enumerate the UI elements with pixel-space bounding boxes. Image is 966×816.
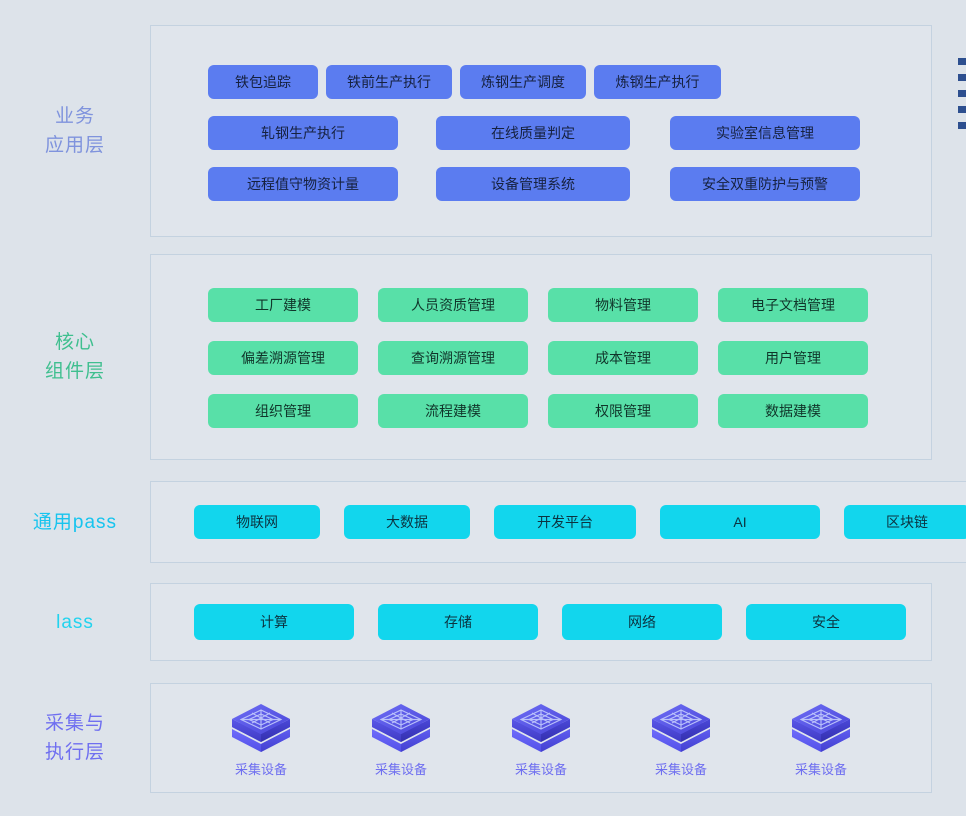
layer-panel-general-paas: 物联网大数据开发平台 AI 区块链 <box>150 481 966 563</box>
core-component-chip-r3-1[interactable]: 组织管理 <box>208 394 358 428</box>
server-cube-icon <box>372 703 430 752</box>
edge-marker-4 <box>958 106 966 113</box>
device-label: 采集设备 <box>234 761 287 777</box>
core-component-chip-r2-3[interactable]: 成本管理 <box>548 341 698 375</box>
iaas-chip-4[interactable]: 安全 <box>746 604 906 640</box>
business-app-chip-r2-1[interactable]: 轧钢生产执行 <box>208 116 398 150</box>
business-row-3: 远程值守物资计量 设备管理系统 安全双重防护与预警 <box>151 167 931 201</box>
core-component-chip-r1-1[interactable]: 工厂建模 <box>208 288 358 322</box>
business-app-chip-r1-1[interactable]: 铁包追踪 <box>208 65 318 99</box>
edge-marker-2 <box>958 74 966 81</box>
iaas-chip-1[interactable]: 计算 <box>194 604 354 640</box>
layer-core-components: 核心 组件层 工厂建模人员资质管理物料管理电子文档管理 偏差溯源管理查询溯源管理… <box>0 254 932 460</box>
iaas-chip-3[interactable]: 网络 <box>562 604 722 640</box>
device-item-4[interactable]: 采集设备 <box>648 699 714 778</box>
server-cube-icon <box>792 703 850 752</box>
core-row-2: 偏差溯源管理查询溯源管理成本管理用户管理 <box>151 341 931 375</box>
core-component-chip-r1-2[interactable]: 人员资质管理 <box>378 288 528 322</box>
core-component-chip-r1-3[interactable]: 物料管理 <box>548 288 698 322</box>
edge-markers <box>958 58 966 129</box>
core-component-chip-r3-3[interactable]: 权限管理 <box>548 394 698 428</box>
business-row-1: 铁包追踪铁前生产执行炼钢生产调度炼钢生产执行 <box>151 65 931 99</box>
layer-label-general-paas: 通用pass <box>32 511 118 533</box>
paas-chip-2[interactable]: 大数据 <box>344 505 470 539</box>
layer-label-core-components: 核心 组件层 <box>44 332 105 382</box>
device-label: 采集设备 <box>514 761 567 777</box>
layer-panel-iaas: 计算存储网络安全 <box>150 583 932 661</box>
business-app-chip-r2-2[interactable]: 在线质量判定 <box>436 116 630 150</box>
core-component-chip-r1-4[interactable]: 电子文档管理 <box>718 288 868 322</box>
device-list: 采集设备 采集设备 <box>151 699 931 778</box>
server-cube-icon <box>232 703 290 752</box>
layer-label-iaas: lass <box>56 611 94 633</box>
paas-chip-4[interactable]: AI <box>660 505 820 539</box>
paas-chip-5[interactable]: 区块链 <box>844 505 966 539</box>
layer-collection-execution: 采集与 执行层 采集设备 <box>0 683 932 793</box>
layer-panel-business-application: 铁包追踪铁前生产执行炼钢生产调度炼钢生产执行 轧钢生产执行 在线质量判定 实验室信息… <box>150 25 932 237</box>
edge-marker-3 <box>958 90 966 97</box>
device-label: 采集设备 <box>374 761 427 777</box>
device-label: 采集设备 <box>654 761 707 777</box>
server-cube-icon <box>652 703 710 752</box>
layer-general-paas: 通用pass 物联网大数据开发平台 AI 区块链 <box>0 481 966 563</box>
paas-chip-3[interactable]: 开发平台 <box>494 505 636 539</box>
core-component-chip-r3-2[interactable]: 流程建模 <box>378 394 528 428</box>
edge-marker-1 <box>958 58 966 65</box>
business-app-chip-r1-4[interactable]: 炼钢生产执行 <box>594 65 721 99</box>
device-item-2[interactable]: 采集设备 <box>368 699 434 778</box>
core-component-chip-r2-1[interactable]: 偏差溯源管理 <box>208 341 358 375</box>
layer-label-collection-execution: 采集与 执行层 <box>44 713 105 763</box>
device-item-3[interactable]: 采集设备 <box>508 699 574 778</box>
layer-business-application: 业务 应用层 铁包追踪铁前生产执行炼钢生产调度炼钢生产执行 轧钢生产执行 在线质量… <box>0 25 932 237</box>
business-app-chip-r3-1[interactable]: 远程值守物资计量 <box>208 167 398 201</box>
iaas-row-1: 计算存储网络安全 <box>151 604 931 640</box>
business-app-chip-r1-2[interactable]: 铁前生产执行 <box>326 65 452 99</box>
server-cube-icon <box>512 703 570 752</box>
business-app-chip-r1-3[interactable]: 炼钢生产调度 <box>460 65 586 99</box>
edge-marker-5 <box>958 122 966 129</box>
device-item-1[interactable]: 采集设备 <box>228 699 294 778</box>
paas-row-1: 物联网大数据开发平台 AI 区块链 <box>151 505 966 539</box>
core-row-1: 工厂建模人员资质管理物料管理电子文档管理 <box>151 288 931 322</box>
business-app-chip-r2-3[interactable]: 实验室信息管理 <box>670 116 860 150</box>
core-component-chip-r3-4[interactable]: 数据建模 <box>718 394 868 428</box>
device-item-5[interactable]: 采集设备 <box>788 699 854 778</box>
core-component-chip-r2-2[interactable]: 查询溯源管理 <box>378 341 528 375</box>
paas-chip-1[interactable]: 物联网 <box>194 505 320 539</box>
device-label: 采集设备 <box>794 761 847 777</box>
business-app-chip-r3-2[interactable]: 设备管理系统 <box>436 167 630 201</box>
iaas-chip-2[interactable]: 存储 <box>378 604 538 640</box>
core-component-chip-r2-4[interactable]: 用户管理 <box>718 341 868 375</box>
core-row-3: 组织管理流程建模权限管理数据建模 <box>151 394 931 428</box>
business-row-2: 轧钢生产执行 在线质量判定 实验室信息管理 <box>151 116 931 150</box>
layer-panel-collection-execution: 采集设备 采集设备 <box>150 683 932 793</box>
layer-iaas: lass 计算存储网络安全 <box>0 583 932 661</box>
layer-label-business-application: 业务 应用层 <box>44 106 105 156</box>
layer-panel-core-components: 工厂建模人员资质管理物料管理电子文档管理 偏差溯源管理查询溯源管理成本管理用户管… <box>150 254 932 460</box>
business-app-chip-r3-3[interactable]: 安全双重防护与预警 <box>670 167 860 201</box>
